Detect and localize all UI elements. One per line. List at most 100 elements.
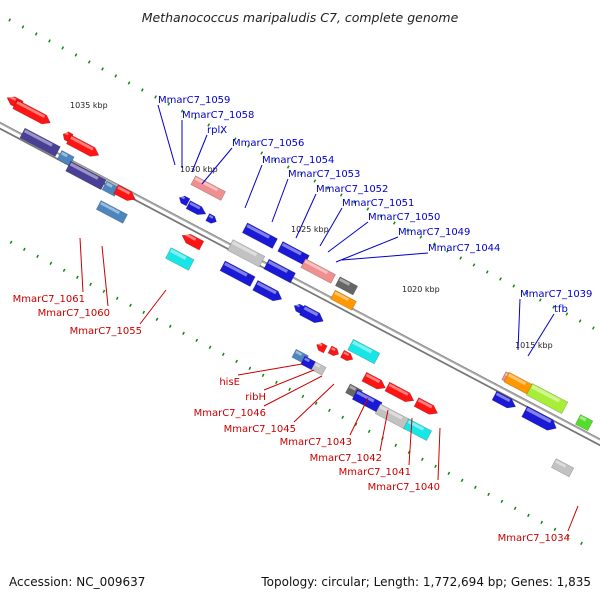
gene-arrow [374,403,411,430]
gene-arrow [310,361,327,376]
scale-tick [22,247,26,252]
gene-feature [491,390,517,409]
gene-arrow [12,99,51,125]
scale-tick [21,25,25,29]
scale-tick [366,207,370,211]
gene-arrow [113,184,136,201]
gene-highlight [417,398,433,409]
gene-highlight [379,405,403,420]
scale-tick [76,275,79,280]
gene-feature [263,258,296,284]
gene-feature [241,222,278,249]
gene-arrow [190,175,226,201]
scale-label: 1030 kbp [180,165,218,174]
scale-tick [114,74,118,78]
gene-feature [66,134,100,157]
gene-feature [300,258,336,284]
scale-tick [432,242,436,246]
scale-tick [540,520,544,525]
scale-tick [195,338,199,343]
gene-highlight [117,186,131,195]
gene-highlight [267,260,288,274]
gene-feature [65,160,107,191]
scale-tick [446,249,449,253]
scale-tick [485,270,489,274]
scale-tick [328,408,331,413]
scale-tick [247,144,250,148]
leader-line [319,207,343,247]
scale-tick [167,102,171,106]
scale-label: 1025 kbp [291,225,329,234]
gene-label-upper: rplX [207,125,227,136]
scale-tick [341,415,345,420]
gene-feature [384,381,415,403]
scale-tick [248,366,252,371]
scale-tick [208,345,212,350]
gene-arrow [330,289,357,311]
gene-feature [330,289,357,311]
gene-highlight [70,136,94,151]
gene-arrow [340,349,354,362]
leader-line [295,193,317,239]
gene-arrow [165,247,195,271]
scale-tick [566,534,570,539]
scale-label: 1020 kbp [402,285,440,294]
gene-highlight [224,262,248,277]
gene-feature [252,280,283,302]
gene-feature [340,349,354,362]
scale-tick [127,81,131,85]
gene-highlight [16,101,46,119]
scale-tick [592,326,595,330]
gene-label-lower: MmarC7_1040 [368,482,440,493]
scale-tick [180,109,184,113]
gene-arrow [327,345,340,357]
gene-highlight [169,248,187,260]
gene-highlight [8,95,17,101]
scale-tick [459,256,463,260]
scale-tick [394,443,398,448]
scale-tick [49,261,53,266]
gene-label-lower: MmarC7_1055 [70,326,142,337]
gene-label-lower: MmarC7_1041 [339,467,411,478]
gene-arrow [65,160,107,191]
scale-tick [74,53,78,57]
gene-feature [62,131,74,143]
gene-arrow [403,418,433,442]
scale-tick [406,228,410,232]
gene-label-upper: MmarC7_1052 [316,184,388,195]
gene-highlight [317,342,323,347]
scale-tick [62,268,66,273]
gene-feature [181,232,205,251]
scale-tick [474,485,477,490]
gene-arrow [19,127,61,157]
topology-text: Topology: circular; Length: 1,772,694 bp… [260,575,591,589]
leader-line [139,289,167,325]
gene-label-upper: MmarC7_1044 [428,243,500,254]
gene-label-upper: MmarC7_1039 [520,289,592,300]
scale-tick [500,499,504,504]
scale-tick [233,137,237,141]
gene-highlight [183,232,197,241]
gene-highlight [314,363,321,368]
scale-tick [87,60,91,64]
leader-line [263,375,323,407]
gene-feature [310,361,327,376]
scale-tick [393,221,396,225]
gene-label-upper: MmarC7_1050 [368,212,440,223]
leader-line [244,164,263,209]
gene-arrow [413,397,439,415]
scale-tick [513,506,517,511]
leader-line [157,104,176,166]
gene-feature [347,338,381,365]
scale-tick [275,380,278,385]
gene-feature [185,200,207,215]
gene-feature [316,342,328,354]
gene-arrow [181,233,205,251]
scale-tick [261,373,265,378]
scale-tick [434,464,437,469]
gene-feature [521,405,557,431]
gene-highlight [304,259,329,275]
gene-highlight [105,182,113,188]
scale-tick [527,513,530,518]
scale-tick [142,310,146,315]
